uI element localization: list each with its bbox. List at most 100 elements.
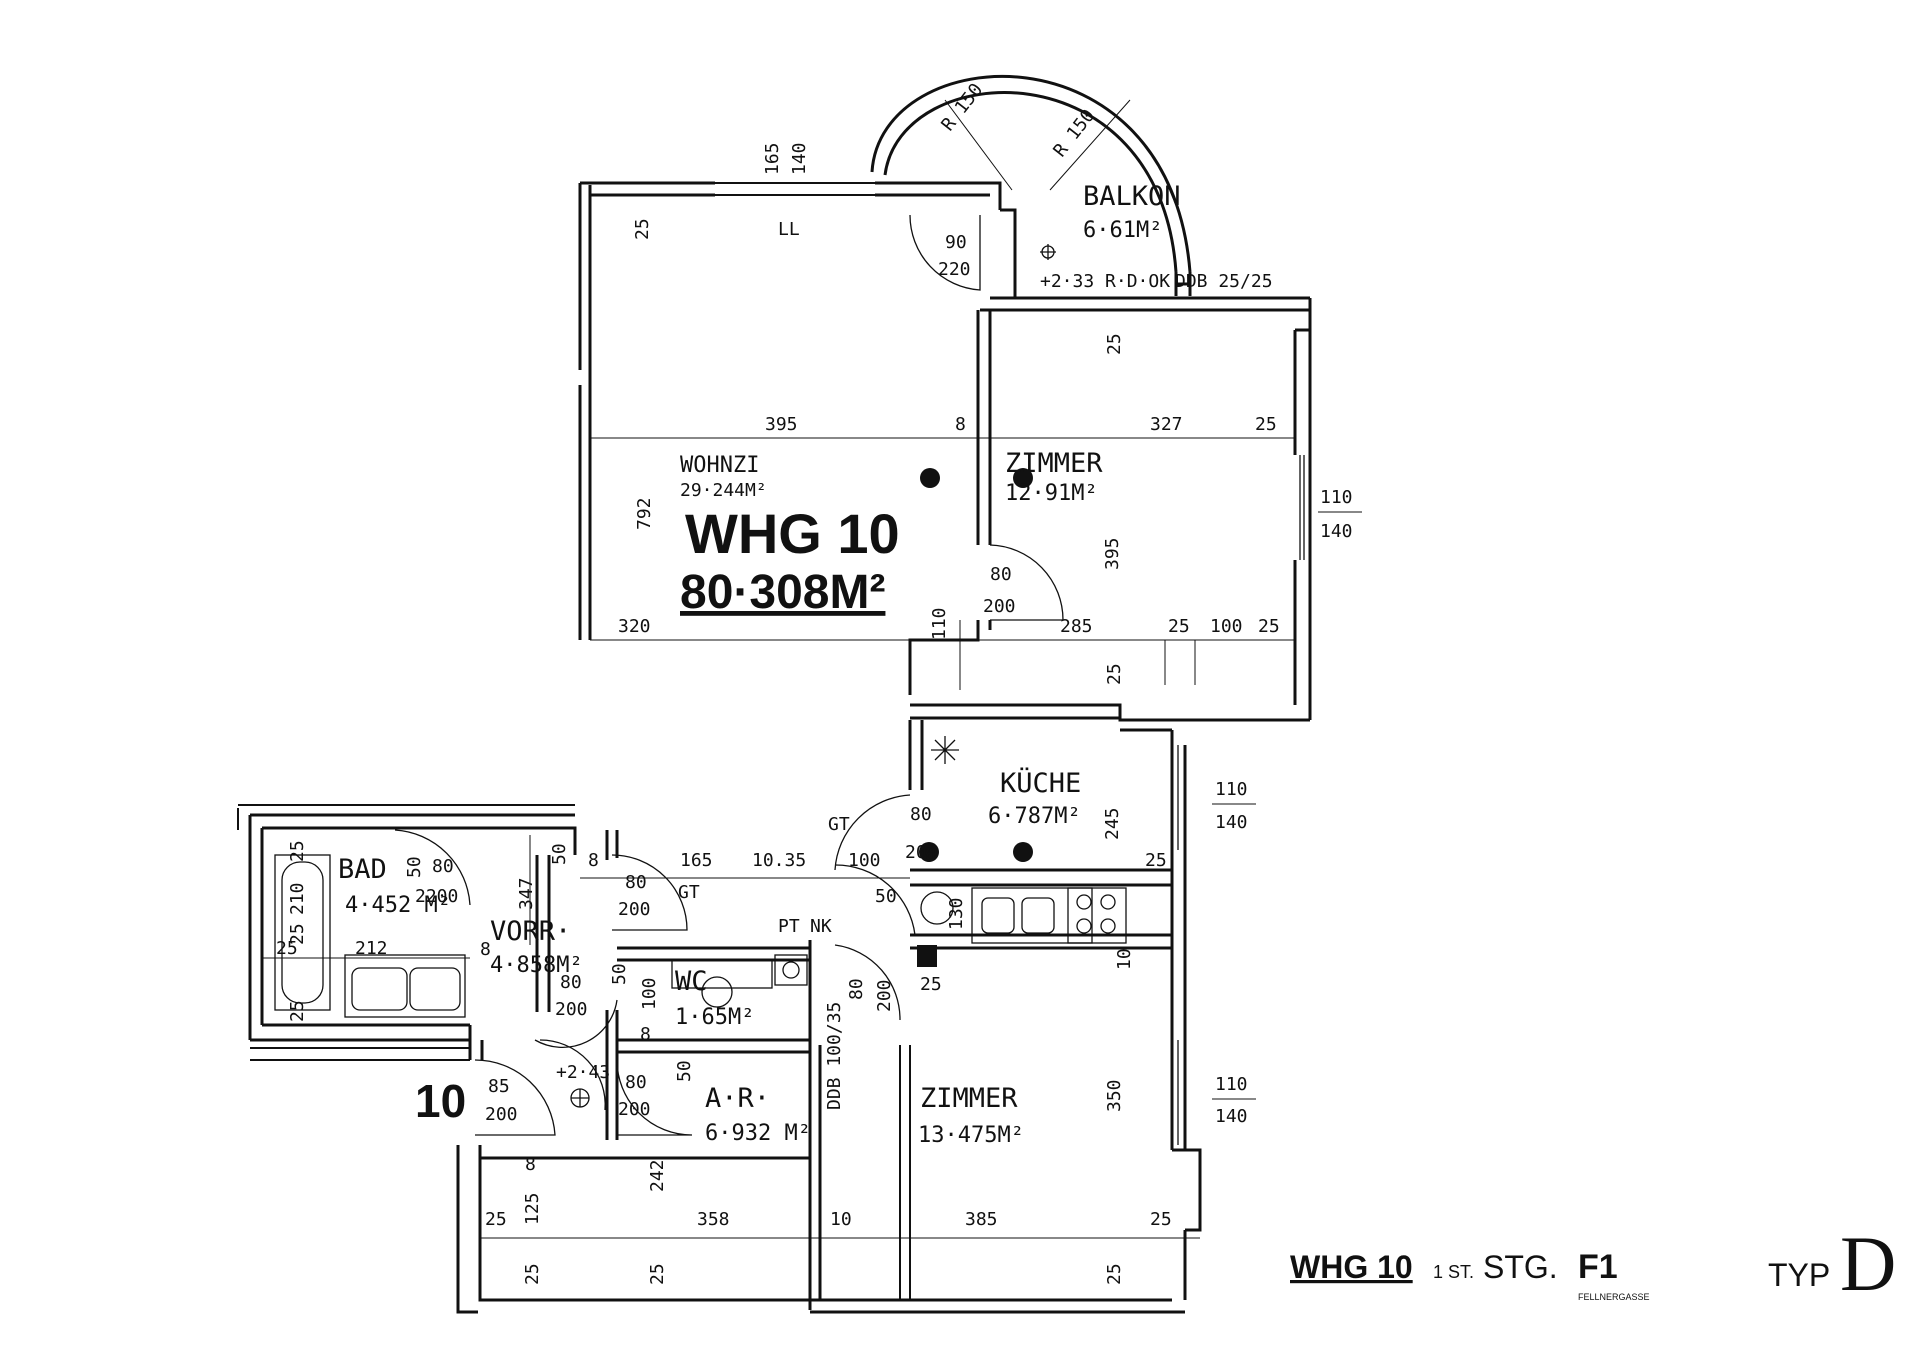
dim-label: 85 xyxy=(488,1076,510,1097)
zimmer2-name: ZIMMER xyxy=(920,1083,1018,1114)
unit-label: WHG 10 xyxy=(685,502,900,565)
lamp-icon xyxy=(920,468,940,488)
fixtures xyxy=(274,736,1127,1018)
wc-name: WC xyxy=(675,966,708,997)
dim-label: 320 xyxy=(618,616,651,637)
vorr-name: VORR· xyxy=(490,916,571,947)
dim-label: 110 xyxy=(929,607,950,640)
dim-label: 25 xyxy=(287,923,308,945)
footer-stair: STG. xyxy=(1483,1249,1558,1285)
dim-label: 25 xyxy=(1145,850,1167,871)
zimmer2-area: 13·475M² xyxy=(918,1123,1024,1148)
dim-label: 80 xyxy=(846,978,867,1000)
dim-label: 8 xyxy=(588,850,599,871)
gt-label-2: GT xyxy=(678,882,700,903)
dim-label: 80 xyxy=(625,872,647,893)
dim-label: 25 xyxy=(1168,616,1190,637)
nk-label: NK xyxy=(810,916,832,937)
dim-label: 395 xyxy=(765,414,798,435)
boiler-icon xyxy=(920,891,954,925)
zimmer1-area: 12·91M² xyxy=(1005,481,1098,506)
radius-label-left: R 150 xyxy=(937,79,987,135)
dim-label: 210 xyxy=(287,882,308,915)
unit-number: 10 xyxy=(415,1075,466,1127)
dim-label: 8 xyxy=(525,1154,536,1175)
dim-label: 200 xyxy=(618,899,651,920)
footer-street: FELLNERGASSE xyxy=(1578,1292,1650,1302)
dim-label: 80 xyxy=(560,972,582,993)
dim-label: 110 xyxy=(1215,1074,1248,1095)
dim-label: 395 xyxy=(1102,537,1123,570)
wohnzi-name: WOHNZI xyxy=(680,453,759,478)
dim-label: 25 xyxy=(632,218,653,240)
dim-label: 8 xyxy=(480,939,491,960)
dim-label: 50 xyxy=(875,886,897,907)
doors xyxy=(394,214,1064,1136)
dim-label: 25 xyxy=(276,938,298,959)
lamp-icon xyxy=(1013,468,1033,488)
footer-floor: 1 ST. xyxy=(1433,1262,1474,1282)
dim-label: 8 xyxy=(955,414,966,435)
dim-label: 25 xyxy=(1258,616,1280,637)
dim-label: 10 xyxy=(830,1209,852,1230)
washbasin xyxy=(344,954,466,1018)
dimension-lines xyxy=(262,430,1296,1239)
exterior-walls xyxy=(237,181,1312,1314)
bad-area: 4·452 M² xyxy=(345,893,451,918)
dim-label: 8 xyxy=(925,844,936,865)
vorr-area: 4·858M² xyxy=(490,953,583,978)
dim-label: 140 xyxy=(1215,812,1248,833)
dim-label: 385 xyxy=(965,1209,998,1230)
dim-label: 80 xyxy=(990,564,1012,585)
dim-label: 242 xyxy=(647,1159,668,1192)
dim-label: 200 xyxy=(618,1099,651,1120)
room-labels: WOHNZI 29·244M² WHG 10 80·308M² ZIMMER 1… xyxy=(338,181,1181,1148)
zimmer1-name: ZIMMER xyxy=(1005,448,1103,479)
toilet-icon xyxy=(701,976,733,1008)
dim-label: 327 xyxy=(1150,414,1183,435)
duct-icon xyxy=(917,945,937,967)
dim-label: 100 xyxy=(639,977,660,1010)
dim-label: 25 xyxy=(1150,1209,1172,1230)
ddb-side-label: DDB 100/35 xyxy=(824,1002,845,1110)
title-block: WHG 10 1 ST. STG. F1 FELLNERGASSE TYP D xyxy=(1290,1220,1896,1307)
dim-label: 25 xyxy=(287,840,308,862)
dim-label: 200 xyxy=(905,842,938,863)
vent-icon xyxy=(931,736,959,764)
gt-label-1: GT xyxy=(828,814,850,835)
dim-label: 25 xyxy=(1104,663,1125,685)
dim-label: 130 xyxy=(946,897,967,930)
dim-label: 285 xyxy=(1060,616,1093,637)
dim-label: 25 xyxy=(1255,414,1277,435)
dim-label: 90 xyxy=(945,232,967,253)
dim-label: 25 xyxy=(522,1263,543,1285)
dim-label: 200 xyxy=(983,596,1016,617)
dim-label: 200 xyxy=(485,1104,518,1125)
balkon-level: +2·33 R·D·OK xyxy=(1040,271,1170,292)
dim-label: 140 xyxy=(1215,1106,1248,1127)
balkon-name: BALKON xyxy=(1083,181,1181,212)
footer-unit: WHG 10 xyxy=(1290,1249,1413,1285)
ddb-top-label: DDB 25/25 xyxy=(1175,271,1273,292)
dim-label: 25 xyxy=(1104,333,1125,355)
bathtub xyxy=(274,854,331,1011)
dim-label: 25 xyxy=(485,1209,507,1230)
dim-label: 25 xyxy=(647,1263,668,1285)
dim-label: 165 xyxy=(762,142,783,175)
stove-icon xyxy=(1067,887,1127,944)
dim-label: 8 xyxy=(640,1024,651,1045)
dim-label: 350 xyxy=(1104,1079,1125,1112)
footer-block: F1 xyxy=(1578,1248,1618,1286)
dim-label: 10 xyxy=(1114,948,1135,970)
dim-label: 245 xyxy=(1102,807,1123,840)
dim-label: 200 xyxy=(874,979,895,1012)
dim-label: 80 xyxy=(625,1072,647,1093)
balkon-area: 6·61M² xyxy=(1083,218,1162,243)
unit-area: 80·308M² xyxy=(680,566,885,619)
dim-label: 50 xyxy=(674,1060,695,1082)
dim-label: 347 xyxy=(516,877,537,910)
kueche-area: 6·787M² xyxy=(988,804,1081,829)
dim-label: 165 xyxy=(680,850,713,871)
dim-label: 50 xyxy=(549,843,570,865)
